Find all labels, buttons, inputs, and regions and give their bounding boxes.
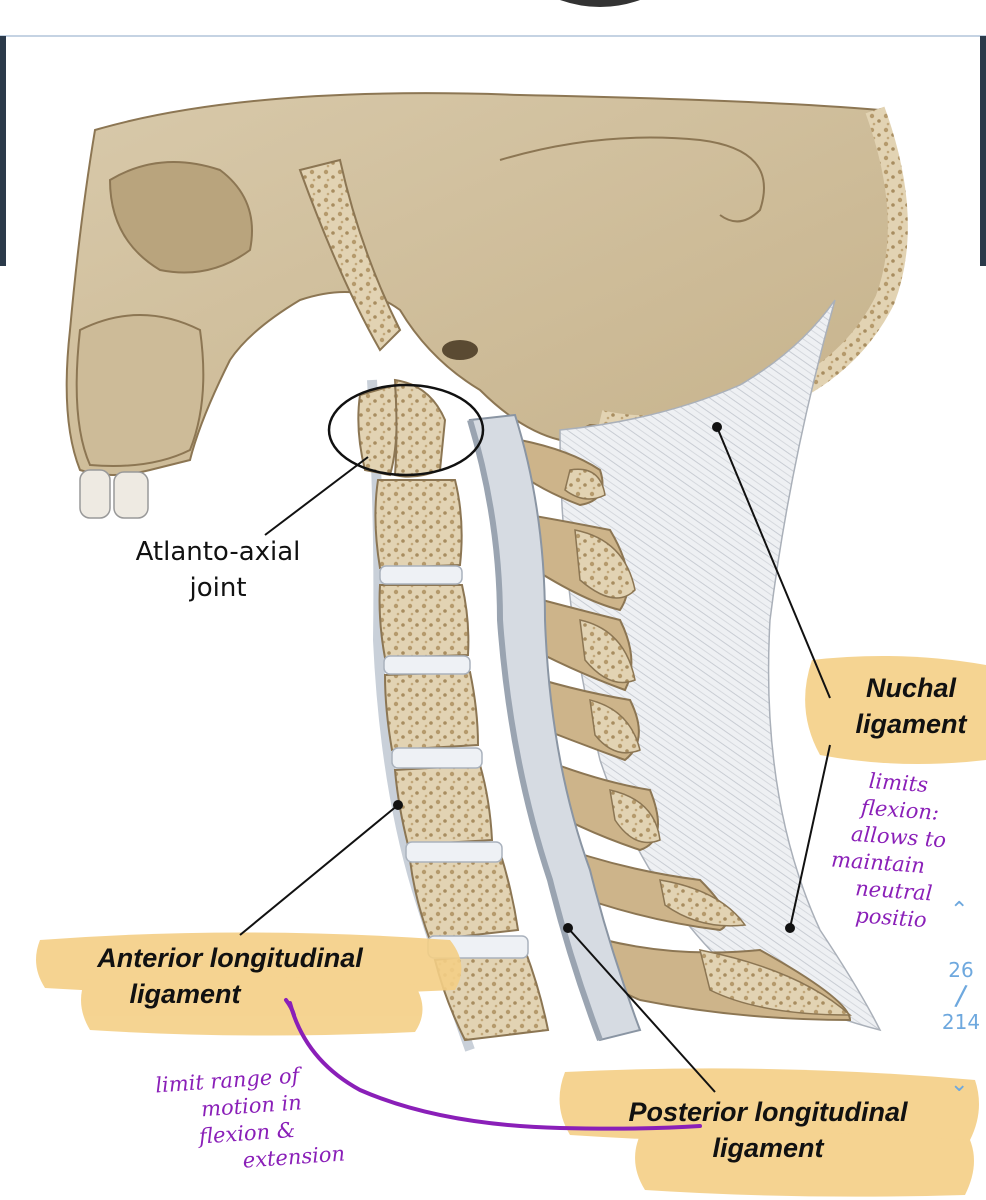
page-separator: / [953, 978, 969, 1013]
sinus-region [108, 161, 253, 274]
spinous-spongy [564, 468, 852, 1016]
highlighter-marks [36, 656, 986, 1197]
atlanto-axial-circle [327, 383, 485, 477]
leader-lines [239, 422, 831, 1093]
page-up-button[interactable]: ⌃ [950, 898, 969, 923]
page-indicator: 26 / 214 [936, 958, 986, 1034]
pen-connector [288, 1001, 702, 1131]
page-current: 26 [948, 958, 974, 982]
label-atlanto-axial-joint: Atlanto-axial joint [118, 534, 318, 606]
leader-posterior [567, 927, 716, 1093]
teeth [79, 469, 149, 519]
label-anterior-line2: ligament [129, 979, 241, 1009]
clivus [298, 158, 402, 352]
label-posterior-longitudinal-ligament: Posterior longitudinal ligament [598, 1094, 938, 1166]
label-anterior-line1: Anterior longitudinal [97, 943, 363, 973]
highlight-posterior-line1 [559, 1068, 979, 1144]
posterior-longitudinal-band [467, 419, 603, 1042]
label-nuchal-line1: Nuchal [865, 673, 957, 703]
highlight-posterior-line2 [635, 1132, 974, 1197]
maxilla [75, 314, 205, 467]
highlight-anterior-line2 [81, 976, 423, 1036]
page-total: 214 [941, 1010, 981, 1034]
label-anterior-longitudinal-ligament: Anterior longitudinal ligament [60, 940, 400, 1012]
vertebral-bodies [357, 378, 550, 1042]
label-atlanto-line2: joint [189, 573, 247, 603]
skull-suture [499, 136, 765, 223]
label-nuchal-line2: ligament [855, 709, 967, 739]
label-posterior-line2: ligament [712, 1133, 824, 1163]
label-atlanto-line1: Atlanto-axial [135, 537, 301, 567]
top-dark-arc [560, 0, 640, 7]
leader-nuchal-bottom [789, 744, 831, 929]
leader-atlanto [264, 456, 369, 536]
frame-right-edge [980, 36, 986, 266]
frame-left-edge [0, 36, 6, 266]
page-down-button[interactable]: ⌄ [950, 1072, 969, 1097]
label-posterior-line1: Posterior longitudinal [628, 1097, 908, 1127]
highlight-nuchal [805, 656, 986, 764]
leader-nuchal-top [716, 426, 831, 699]
note-nuchal: limits flexion: allows to maintain neutr… [830, 767, 950, 935]
foramen [442, 340, 478, 360]
note-anterior: limit range of motion in flexion & exten… [154, 1060, 346, 1181]
leader-anterior [239, 804, 399, 936]
label-nuchal-ligament: Nuchal ligament [836, 670, 986, 742]
pen-tick [284, 998, 296, 1017]
